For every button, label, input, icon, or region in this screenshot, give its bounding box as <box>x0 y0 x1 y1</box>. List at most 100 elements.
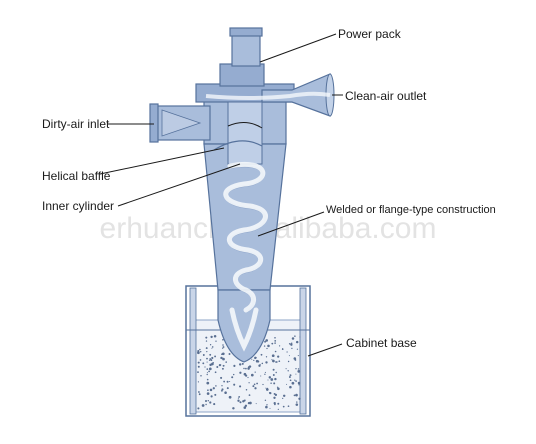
dust-particle <box>275 371 277 374</box>
dust-particle <box>253 383 256 386</box>
dust-particle <box>293 357 297 360</box>
dust-particle <box>222 347 224 349</box>
dust-particle <box>204 399 208 403</box>
dust-particle <box>248 382 250 384</box>
dust-particle <box>197 361 200 364</box>
dust-particle <box>282 394 286 398</box>
dust-particle <box>294 379 296 381</box>
dust-particle <box>289 385 292 389</box>
dust-particle <box>206 378 209 381</box>
dust-particle <box>243 367 245 370</box>
dust-particle <box>299 336 301 338</box>
label-welded-construction: Welded or flange-type construction <box>326 204 496 216</box>
dust-particle <box>268 376 272 379</box>
dust-particle <box>272 359 275 363</box>
dust-particle <box>237 397 239 399</box>
dust-particle <box>215 340 217 342</box>
dust-particle <box>197 381 199 383</box>
dust-particle <box>242 400 245 403</box>
dust-particle <box>209 401 212 404</box>
dust-particle <box>265 356 268 358</box>
dust-particle <box>200 374 202 377</box>
dust-particle <box>197 371 199 374</box>
dust-particle <box>260 375 262 377</box>
dust-particle <box>204 366 206 368</box>
dust-particle <box>206 368 209 370</box>
dust-particle <box>197 351 200 355</box>
dust-particle <box>225 361 227 363</box>
dust-particle <box>228 395 232 399</box>
dust-particle <box>295 368 297 370</box>
dust-particle <box>265 339 269 342</box>
dust-particle <box>287 370 289 372</box>
helical-baffle <box>213 140 263 151</box>
dust-particle <box>223 381 225 383</box>
dust-particle <box>266 347 268 350</box>
dust-particle <box>222 338 224 341</box>
dust-particle <box>273 382 276 385</box>
dust-particle <box>295 380 297 382</box>
dust-particle <box>272 374 275 376</box>
dust-particle <box>297 370 301 373</box>
dust-particle <box>255 403 257 405</box>
dust-particle <box>272 368 275 371</box>
dust-particle <box>221 353 223 356</box>
label-clean-air-outlet: Clean-air outlet <box>345 89 427 103</box>
dust-particle <box>239 401 242 404</box>
dust-particle <box>288 342 291 345</box>
dust-particle <box>245 388 248 391</box>
dust-particle <box>258 364 261 367</box>
dust-particle <box>249 401 252 405</box>
dust-particle <box>214 371 217 374</box>
dust-particle <box>197 391 200 393</box>
dust-particle <box>226 380 229 383</box>
dust-particle <box>199 359 202 361</box>
dust-particle <box>282 397 284 400</box>
dust-particle <box>265 388 269 391</box>
dust-particle <box>224 391 227 394</box>
dust-particle <box>277 408 279 410</box>
dust-particle <box>275 361 277 363</box>
dust-particle <box>295 373 297 375</box>
dust-particle <box>259 363 261 365</box>
dust-particle <box>265 361 268 364</box>
dust-particle <box>290 343 293 346</box>
dust-particle <box>221 388 224 391</box>
dust-particle <box>220 364 222 366</box>
dust-particle <box>291 347 293 350</box>
dust-particle <box>293 394 296 397</box>
dust-particle <box>220 376 223 379</box>
dust-particle <box>221 385 223 387</box>
label-power-pack: Power pack <box>338 27 402 41</box>
dust-particle <box>278 360 281 363</box>
dust-particle <box>297 381 301 385</box>
dust-particle <box>238 396 241 398</box>
dust-particle <box>264 373 266 375</box>
dust-particle <box>202 354 205 356</box>
dust-particle <box>291 342 293 344</box>
dust-particle <box>267 379 269 381</box>
dust-particle <box>205 340 208 342</box>
dust-particle <box>277 387 280 391</box>
dust-particle <box>286 351 288 353</box>
dust-particle <box>213 403 216 406</box>
dust-particle <box>266 404 268 406</box>
dust-particle <box>269 407 271 409</box>
dust-particle <box>248 365 252 368</box>
dust-particle <box>274 377 277 381</box>
dust-particle <box>295 393 298 397</box>
dust-particle <box>261 362 264 365</box>
dust-particle <box>197 365 200 368</box>
dust-particle <box>206 357 208 360</box>
dust-particle <box>206 392 210 395</box>
dust-particle <box>220 357 223 360</box>
label-helical-baffle: Helical baffle <box>42 169 111 183</box>
dust-particle <box>199 348 201 351</box>
dust-particle <box>222 344 224 346</box>
leader-lines <box>99 33 343 357</box>
dust-particle <box>271 359 273 361</box>
dust-particle <box>244 399 246 401</box>
dust-particle <box>290 374 292 377</box>
dust-particle <box>208 359 211 361</box>
dust-particle <box>274 340 277 342</box>
